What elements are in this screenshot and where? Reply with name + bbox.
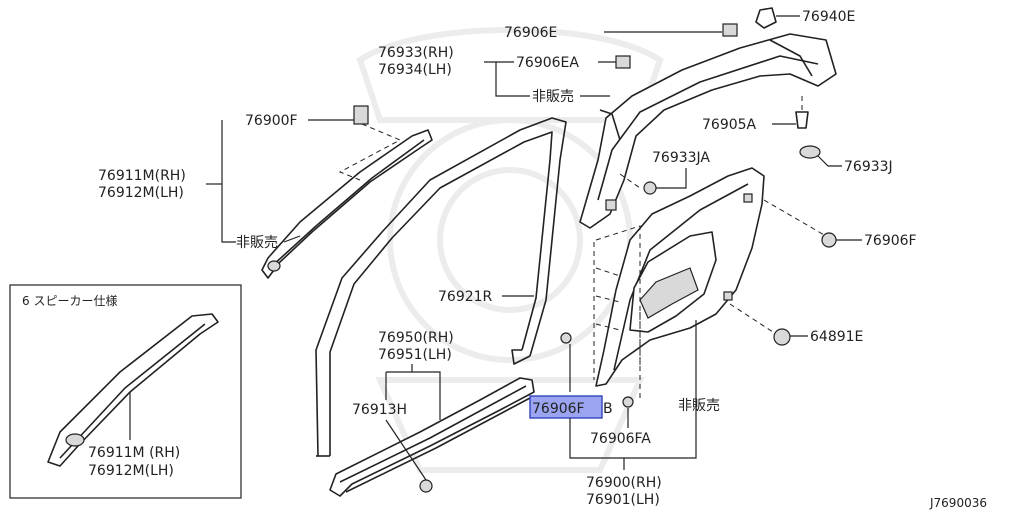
clip-76906fa[interactable] <box>622 396 634 408</box>
inset-label-76911m: 76911M (RH) <box>88 445 180 461</box>
inset-title: 6 スピーカー仕様 <box>22 294 117 308</box>
clip-76900f[interactable] <box>353 105 369 125</box>
clip-76906f[interactable] <box>821 232 837 248</box>
clip-76933j[interactable] <box>799 145 821 159</box>
label-76921r: 76921R <box>438 289 493 305</box>
label-not-sold-right: 非販売 <box>678 398 720 414</box>
part-kicking-plate[interactable] <box>329 377 535 497</box>
label-76906e: 76906E <box>504 25 557 41</box>
part-a-pillar-trim[interactable] <box>261 129 433 279</box>
diagram-code: J7690036 <box>929 496 987 510</box>
clip-76905a[interactable] <box>795 111 809 129</box>
clip-76913h[interactable] <box>419 479 433 493</box>
label-76934-lh: 76934(LH) <box>378 62 452 78</box>
label-76940e: 76940E <box>802 9 855 25</box>
part-rear-side-panel[interactable] <box>595 167 765 387</box>
clip-76940e[interactable] <box>755 7 777 29</box>
part-weatherstrip-76921r[interactable] <box>315 117 567 457</box>
label-76950-rh: 76950(RH) <box>378 330 454 346</box>
label-64891e: 64891E <box>810 329 863 345</box>
label-76906fb-suffix: B <box>603 401 613 417</box>
inset-a-pillar-trim[interactable] <box>47 313 219 467</box>
label-76901-lh: 76901(LH) <box>586 492 660 508</box>
inset-label-76912m: 76912M(LH) <box>88 463 174 479</box>
label-76912m-lh: 76912M(LH) <box>98 185 184 201</box>
label-76933j: 76933J <box>844 159 893 175</box>
label-76911m-rh: 76911M(RH) <box>98 168 186 184</box>
grommet-64891e[interactable] <box>773 328 791 346</box>
label-76906ea: 76906EA <box>516 55 579 71</box>
label-76906fa: 76906FA <box>590 431 651 447</box>
garnish-edge <box>599 109 621 141</box>
clip-76906e[interactable] <box>722 23 738 37</box>
inset-box: 6 スピーカー仕様 76911M (RH) 76912M(LH) <box>9 284 242 499</box>
label-76933ja: 76933JA <box>652 150 710 166</box>
label-not-sold-top: 非販売 <box>532 89 574 105</box>
label-76933-rh: 76933(RH) <box>378 45 454 61</box>
label-76913h: 76913H <box>352 402 407 418</box>
label-76906f: 76906F <box>864 233 917 249</box>
label-76900-rh: 76900(RH) <box>586 475 662 491</box>
label-76951-lh: 76951(LH) <box>378 347 452 363</box>
label-not-sold-left: 非販売 <box>236 235 278 251</box>
clip-76933ja[interactable] <box>643 181 657 195</box>
clip-76906fb[interactable] <box>560 332 572 344</box>
highlighted-part-76906fb[interactable] <box>529 395 603 419</box>
label-76900f: 76900F <box>245 113 298 129</box>
label-76905a: 76905A <box>702 117 757 133</box>
label-76906fb[interactable]: 76906F <box>532 401 585 417</box>
clip-76906ea[interactable] <box>615 55 631 69</box>
part-pillar-garnish-upper[interactable] <box>579 33 837 229</box>
